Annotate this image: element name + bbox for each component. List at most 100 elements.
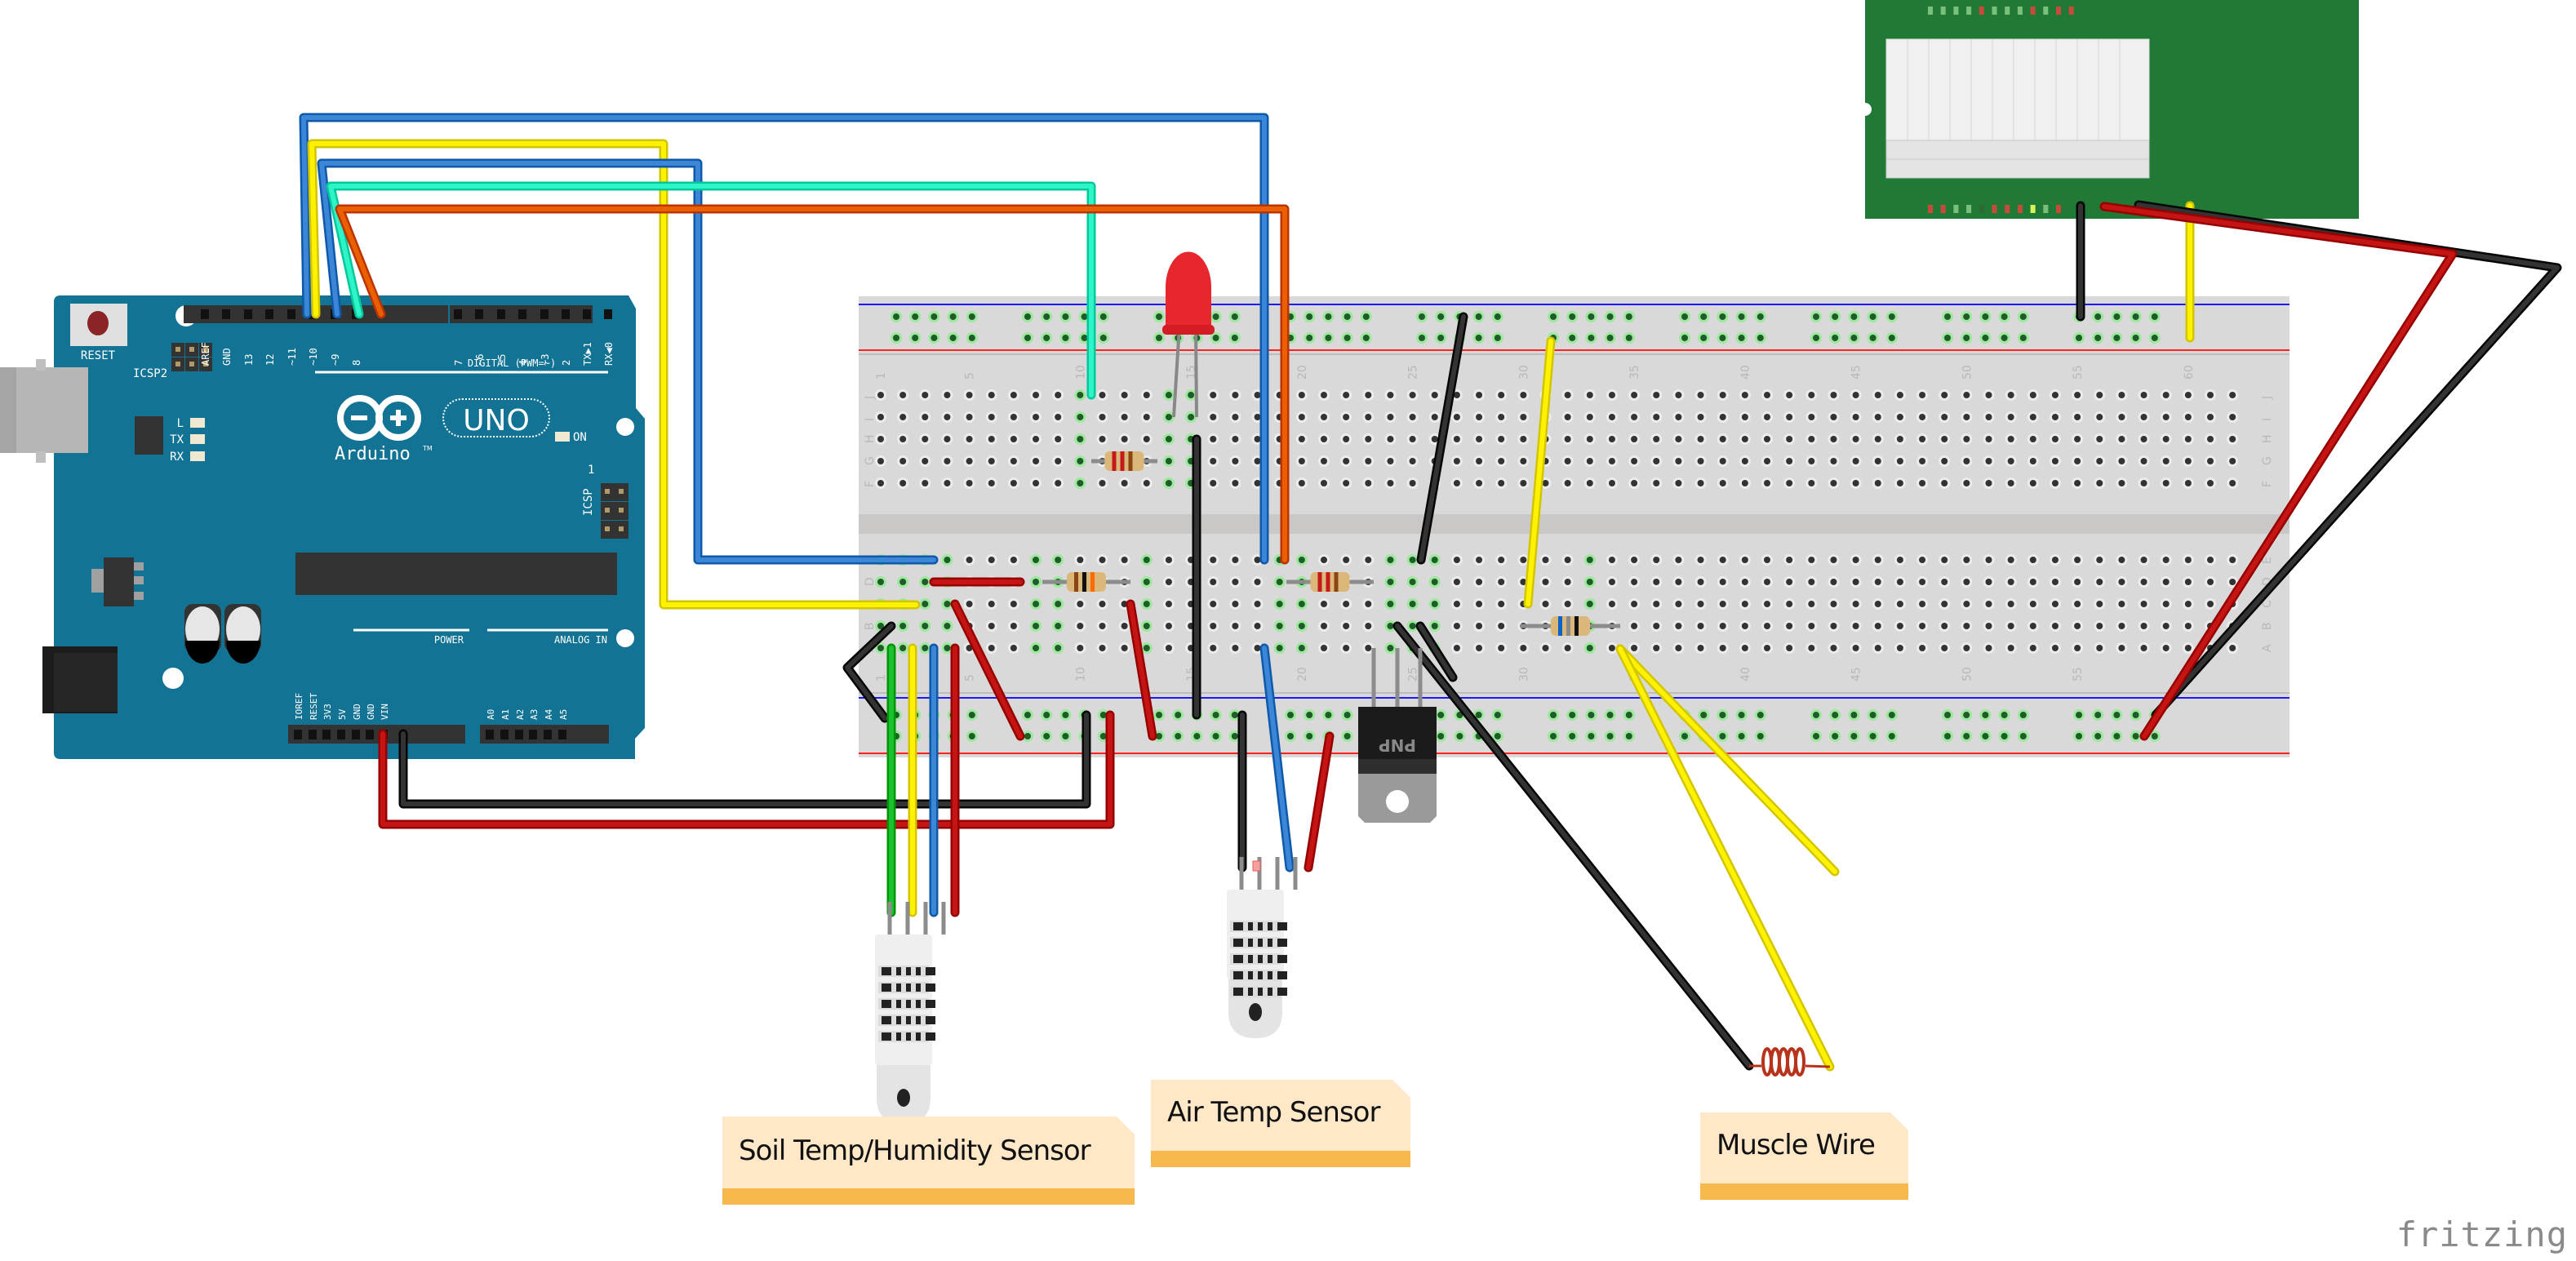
breadboard-hole[interactable] bbox=[988, 436, 995, 442]
breadboard-hole[interactable] bbox=[1808, 414, 1815, 420]
breadboard-hole[interactable] bbox=[1099, 601, 1106, 607]
breadboard-hole[interactable] bbox=[1675, 579, 1682, 585]
rail-hole[interactable] bbox=[1081, 313, 1088, 320]
breadboard-hole[interactable] bbox=[1276, 645, 1283, 651]
breadboard-hole[interactable] bbox=[1741, 480, 1748, 486]
breadboard-hole[interactable] bbox=[877, 623, 884, 629]
breadboard-hole[interactable] bbox=[2096, 557, 2103, 563]
breadboard-hole[interactable] bbox=[1476, 458, 1483, 464]
rail-hole[interactable] bbox=[1550, 313, 1557, 320]
breadboard-hole[interactable] bbox=[2007, 601, 2014, 607]
breadboard-hole[interactable] bbox=[1409, 579, 1416, 585]
rail-hole[interactable] bbox=[1832, 733, 1839, 739]
rail-hole[interactable] bbox=[1738, 313, 1745, 320]
breadboard-hole[interactable] bbox=[1741, 623, 1748, 629]
breadboard-hole[interactable] bbox=[1010, 480, 1017, 486]
breadboard-hole[interactable] bbox=[1010, 623, 1017, 629]
breadboard-hole[interactable] bbox=[1919, 645, 1926, 651]
breadboard-hole[interactable] bbox=[1321, 392, 1327, 398]
rail-hole[interactable] bbox=[1757, 712, 1764, 718]
relay-pin[interactable] bbox=[1953, 205, 1959, 213]
breadboard-hole[interactable] bbox=[1055, 458, 1062, 464]
breadboard-hole[interactable] bbox=[1653, 645, 1660, 651]
breadboard-hole[interactable] bbox=[2184, 436, 2192, 442]
breadboard-hole[interactable] bbox=[1055, 436, 1062, 442]
breadboard-hole[interactable] bbox=[1985, 392, 1992, 398]
breadboard-hole[interactable] bbox=[899, 458, 907, 464]
breadboard-hole[interactable] bbox=[1719, 601, 1726, 607]
breadboard-hole[interactable] bbox=[2229, 458, 2236, 464]
rail-hole[interactable] bbox=[2132, 313, 2139, 320]
breadboard-hole[interactable] bbox=[1542, 601, 1549, 607]
breadboard-hole[interactable] bbox=[1010, 458, 1017, 464]
breadboard-hole[interactable] bbox=[1365, 436, 1372, 442]
breadboard-hole[interactable] bbox=[2118, 414, 2125, 420]
digital-pin-socket[interactable] bbox=[604, 309, 612, 319]
analog-pin-socket[interactable] bbox=[558, 730, 566, 739]
breadboard-hole[interactable] bbox=[1586, 436, 1593, 442]
relay-pin[interactable] bbox=[2017, 7, 2023, 15]
breadboard-hole[interactable] bbox=[1298, 623, 1305, 629]
breadboard-hole[interactable] bbox=[1675, 436, 1682, 442]
rail-hole[interactable] bbox=[1287, 712, 1294, 718]
rail-hole[interactable] bbox=[968, 335, 975, 341]
breadboard-hole[interactable] bbox=[1852, 480, 1859, 486]
breadboard-hole[interactable] bbox=[1165, 480, 1172, 486]
breadboard-hole[interactable] bbox=[1564, 414, 1571, 420]
breadboard-hole[interactable] bbox=[2029, 579, 2036, 585]
breadboard-hole[interactable] bbox=[1764, 601, 1770, 607]
breadboard-hole[interactable] bbox=[1963, 392, 1970, 398]
power-pin-socket[interactable] bbox=[294, 730, 302, 739]
breadboard-hole[interactable] bbox=[2029, 601, 2036, 607]
breadboard-hole[interactable] bbox=[944, 557, 951, 563]
breadboard-hole[interactable] bbox=[1010, 601, 1017, 607]
rail-hole[interactable] bbox=[2019, 712, 2027, 718]
breadboard-hole[interactable] bbox=[1143, 623, 1150, 629]
relay-pin[interactable] bbox=[1928, 205, 1933, 213]
breadboard-hole[interactable] bbox=[1786, 392, 1793, 398]
breadboard-hole[interactable] bbox=[2051, 480, 2059, 486]
power-pin-socket[interactable] bbox=[366, 730, 374, 739]
breadboard-hole[interactable] bbox=[1453, 623, 1460, 629]
breadboard-hole[interactable] bbox=[1542, 557, 1549, 563]
breadboard-hole[interactable] bbox=[1675, 392, 1682, 398]
yellow-free[interactable] bbox=[1618, 646, 1837, 874]
breadboard-hole[interactable] bbox=[1719, 414, 1726, 420]
breadboard-hole[interactable] bbox=[1631, 480, 1638, 486]
rail-hole[interactable] bbox=[930, 335, 938, 341]
relay-pin[interactable] bbox=[2005, 205, 2010, 213]
rail-hole[interactable] bbox=[1494, 335, 1501, 341]
breadboard-hole[interactable] bbox=[2074, 392, 2081, 398]
breadboard-hole[interactable] bbox=[1608, 458, 1615, 464]
breadboard-hole[interactable] bbox=[1919, 623, 1926, 629]
breadboard-hole[interactable] bbox=[1852, 579, 1859, 585]
breadboard-hole[interactable] bbox=[1941, 436, 1948, 442]
breadboard-hole[interactable] bbox=[1808, 623, 1815, 629]
rail-hole[interactable] bbox=[1419, 313, 1425, 320]
breadboard-hole[interactable] bbox=[1188, 414, 1195, 420]
jumper-yellow[interactable] bbox=[1526, 339, 1553, 606]
rail-hole[interactable] bbox=[1625, 733, 1632, 739]
breadboard-hole[interactable] bbox=[1232, 623, 1239, 629]
breadboard-hole[interactable] bbox=[988, 414, 995, 420]
breadboard-hole[interactable] bbox=[1985, 623, 1992, 629]
rail-hole[interactable] bbox=[1231, 313, 1238, 320]
breadboard-hole[interactable] bbox=[1077, 458, 1084, 464]
breadboard-hole[interactable] bbox=[1387, 557, 1394, 563]
analog-pin-socket[interactable] bbox=[486, 730, 494, 739]
breadboard-hole[interactable] bbox=[1431, 601, 1438, 607]
breadboard-hole[interactable] bbox=[922, 623, 929, 629]
breadboard-hole[interactable] bbox=[899, 414, 907, 420]
rail-hole[interactable] bbox=[2132, 712, 2139, 718]
breadboard-hole[interactable] bbox=[1741, 579, 1748, 585]
jumper-black-transistor[interactable] bbox=[1419, 314, 1466, 562]
breadboard-hole[interactable] bbox=[1963, 579, 1970, 585]
breadboard-hole[interactable] bbox=[1719, 623, 1726, 629]
breadboard-hole[interactable] bbox=[2118, 557, 2125, 563]
breadboard-hole[interactable] bbox=[1896, 645, 1903, 651]
breadboard-hole[interactable] bbox=[1365, 480, 1372, 486]
breadboard-hole[interactable] bbox=[2007, 579, 2014, 585]
rail-hole[interactable] bbox=[2094, 313, 2102, 320]
breadboard-hole[interactable] bbox=[1764, 645, 1770, 651]
rail-hole[interactable] bbox=[1231, 335, 1238, 341]
